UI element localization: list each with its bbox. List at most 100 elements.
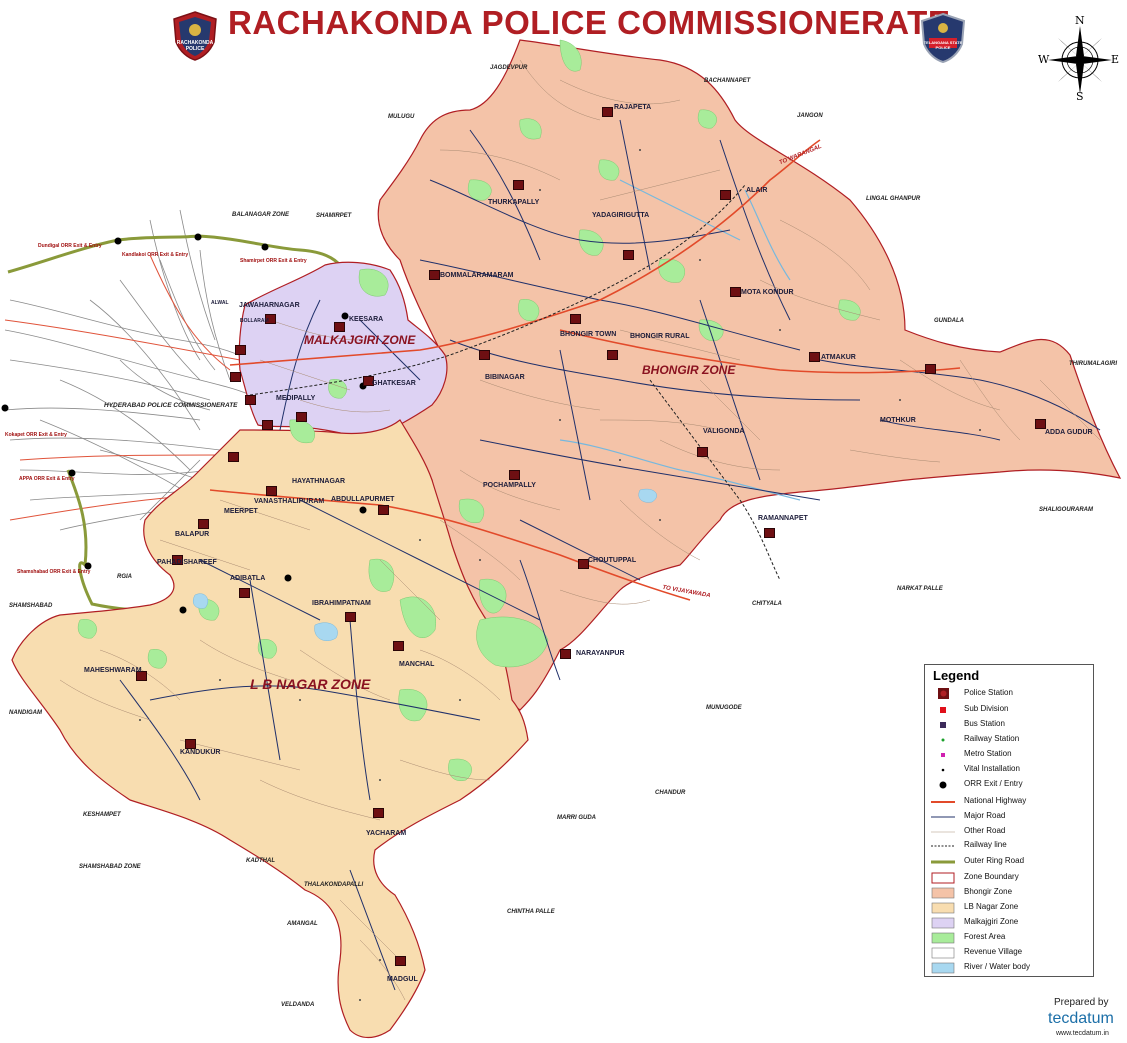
railway-station-icon bbox=[941, 738, 945, 742]
police-station-marker bbox=[172, 555, 183, 565]
outer-ring-road-icon bbox=[931, 860, 955, 864]
zone-boundary-icon bbox=[931, 872, 955, 884]
police-station-marker bbox=[764, 528, 775, 538]
label-marri-guda: MARRI GUDA bbox=[557, 815, 596, 821]
police-station-marker bbox=[334, 322, 345, 332]
ps-label-meerpet: MEERPET bbox=[224, 508, 258, 515]
police-station-marker bbox=[378, 505, 389, 515]
police-station-marker bbox=[136, 671, 147, 681]
police-station-marker bbox=[570, 314, 581, 324]
other-roads bbox=[59, 59, 1101, 1001]
police-station-marker bbox=[560, 649, 571, 659]
legend-item-metro-station: Metro Station bbox=[931, 748, 1091, 762]
zone-label-malkajgiri: MALKAJGIRI ZONE bbox=[304, 333, 416, 347]
police-station-marker bbox=[393, 641, 404, 651]
metro-station-icon bbox=[941, 753, 945, 757]
legend-item-vital-installation: Vital Installation bbox=[931, 763, 1091, 777]
police-station-marker bbox=[578, 559, 589, 569]
major-road-icon bbox=[931, 816, 955, 818]
police-station-marker bbox=[429, 270, 440, 280]
rachakonda-police-emblem: RACHAKONDA POLICE bbox=[170, 10, 220, 62]
brand-url[interactable]: www.tecdatum.in bbox=[1056, 1030, 1109, 1037]
label-gundala: GUNDALA bbox=[934, 318, 964, 324]
compass-icon bbox=[1048, 26, 1112, 94]
ps-label-alair: ALAIR bbox=[746, 187, 768, 194]
police-station-marker bbox=[602, 107, 613, 117]
orr-exit-icon bbox=[939, 781, 947, 789]
orr-exit-label-dundigal: Dundigal ORR Exit & Entry bbox=[38, 243, 102, 249]
ps-label-pochampally: POCHAMPALLY bbox=[483, 482, 536, 489]
police-station-marker bbox=[230, 372, 241, 382]
label-narkat-palle: NARKAT PALLE bbox=[897, 586, 943, 592]
map-title: RACHAKONDA POLICE COMMISSIONERATE bbox=[228, 4, 951, 41]
legend-item-orr-exit: ORR Exit / Entry bbox=[931, 778, 1091, 792]
compass-rose: N S E W bbox=[1038, 14, 1122, 103]
police-station-marker bbox=[363, 376, 374, 386]
label-mulugu: MULUGU bbox=[388, 114, 415, 120]
bhongir-zone-swatch bbox=[931, 887, 955, 899]
label-shamirpet: SHAMIRPET bbox=[316, 213, 352, 219]
ps-label-atmakur: ATMAKUR bbox=[821, 354, 856, 361]
orr-exit-label-shamirpet: Shamirpet ORR Exit & Entry bbox=[240, 258, 307, 264]
orr-exit-label-kandlakoi: Kandlakoi ORR Exit & Entry bbox=[122, 252, 189, 258]
ps-label-ghatkesar: GHATKESAR bbox=[372, 380, 416, 387]
ps-label-yadagirigutta: YADAGIRIGUTTA bbox=[592, 212, 650, 219]
ps-label-pahadishareef: PAHADISHAREEF bbox=[157, 559, 217, 566]
ps-label-keesara: KEESARA bbox=[349, 316, 384, 323]
sub-division-icon bbox=[940, 707, 946, 713]
ps-label-narayanpur: NARAYANPUR bbox=[576, 650, 625, 657]
forest-area-swatch bbox=[931, 932, 955, 944]
ps-label-medipally: MEDIPALLY bbox=[276, 395, 316, 402]
label-shaligouraram: SHALIGOURARAM bbox=[1039, 507, 1093, 513]
label-chintha-palle: CHINTHA PALLE bbox=[507, 909, 555, 915]
legend-item-outer-ring-road: Outer Ring Road bbox=[931, 855, 1091, 869]
ps-label-adibatla: ADIBATLA bbox=[230, 575, 266, 582]
zone-label-lb-nagar: L B NAGAR ZONE bbox=[250, 676, 371, 692]
police-station-marker bbox=[228, 452, 239, 462]
ps-label-abdullapurmet: ABDULLAPURMET bbox=[331, 496, 395, 503]
label-lingal-ghanpur: LINGAL GHANPUR bbox=[866, 196, 921, 202]
revenue-village-swatch bbox=[931, 947, 955, 959]
police-station-marker bbox=[265, 314, 276, 324]
police-station-marker bbox=[373, 808, 384, 818]
label-bachannapet: BACHANNAPET bbox=[704, 78, 751, 84]
police-station-marker bbox=[513, 180, 524, 190]
legend-item-other-road: Other Road bbox=[931, 825, 1091, 839]
ps-label-alwal: ALWAL bbox=[211, 300, 229, 306]
shield-icon bbox=[173, 11, 217, 61]
bus-station-icon bbox=[940, 722, 946, 728]
label-chityala: CHITYALA bbox=[752, 601, 782, 607]
national-highway-icon bbox=[931, 801, 955, 803]
ps-label-manchal: MANCHAL bbox=[399, 661, 435, 668]
telangana-police-emblem: TELANGANA STATE POLICE bbox=[918, 12, 968, 64]
police-station-marker bbox=[730, 287, 741, 297]
ps-label-maheshwaram: MAHESHWARAM bbox=[84, 667, 142, 674]
legend-item-police-station: Police Station bbox=[931, 687, 1091, 701]
ps-label-mothkur: MOTHKUR bbox=[880, 417, 916, 424]
legend-item-major-road: Major Road bbox=[931, 810, 1091, 824]
ps-label-bhongir-town: BHONGIR TOWN bbox=[560, 331, 617, 338]
right-emblem-text: TELANGANA STATE POLICE bbox=[923, 40, 963, 50]
ps-label-adda-gudur: ADDA GUDUR bbox=[1045, 429, 1093, 436]
ps-label-valigonda: VALIGONDA bbox=[703, 428, 745, 435]
police-station-marker bbox=[697, 447, 708, 457]
legend-item-lb-nagar-zone: LB Nagar Zone bbox=[931, 901, 1091, 915]
ps-label-balapur: BALAPUR bbox=[175, 531, 210, 538]
lb-nagar-zone-area bbox=[11, 419, 529, 1039]
ps-label-bollaram: BOLLARAM bbox=[240, 318, 269, 324]
label-chandur: CHANDUR bbox=[655, 790, 686, 796]
legend-item-bhongir-zone: Bhongir Zone bbox=[931, 886, 1091, 900]
police-station-marker bbox=[395, 956, 406, 966]
ps-label-hayathnagar: HAYATHNAGAR bbox=[292, 478, 346, 485]
brand-logo: tecdatum bbox=[1048, 1010, 1114, 1027]
police-station-marker bbox=[266, 486, 277, 496]
legend-item-water-body: River / Water body bbox=[931, 961, 1091, 975]
village-markers bbox=[139, 149, 981, 1001]
police-station-marker bbox=[607, 350, 618, 360]
legend-item-revenue-village: Revenue Village bbox=[931, 946, 1091, 960]
compass-north: N bbox=[1075, 14, 1085, 27]
label-thirumalagiri: THIRUMALAGIRI bbox=[1069, 361, 1117, 367]
label-thalakondapalli: THALAKONDAPALLI bbox=[304, 882, 364, 888]
water-bodies bbox=[192, 488, 657, 641]
left-emblem-text: RACHAKONDA POLICE bbox=[176, 40, 214, 52]
